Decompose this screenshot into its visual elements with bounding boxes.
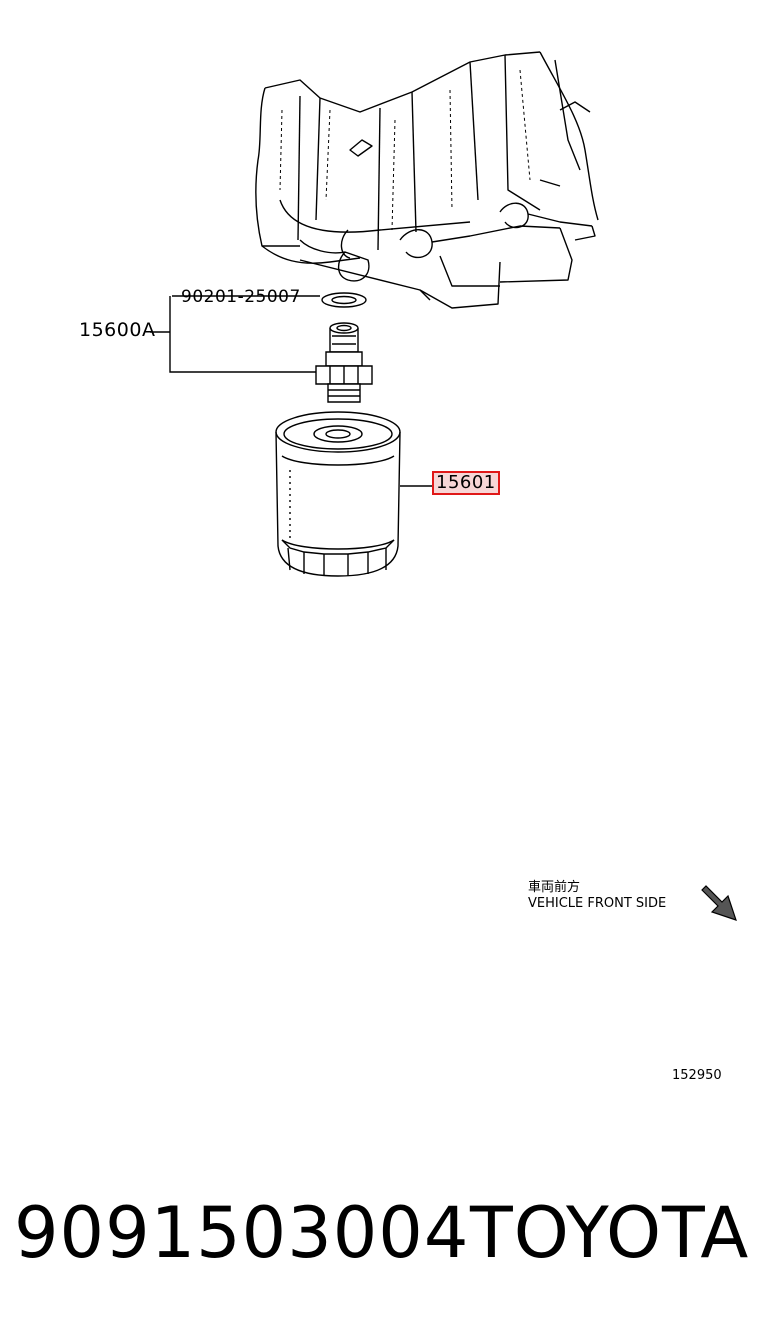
leader-lines — [150, 295, 432, 487]
union-bolt — [315, 322, 373, 403]
engine-block-hidden-lines — [279, 69, 531, 231]
front-side-label-en: VEHICLE FRONT SIDE — [528, 896, 667, 911]
front-side-label-jp: 車両前方 — [528, 880, 581, 895]
callout-filter-part[interactable]: 15601 — [432, 471, 500, 495]
arrow-down-right-icon — [701, 885, 737, 921]
diagram-code: 152950 — [672, 1068, 722, 1083]
callout-assembly-part[interactable]: 15600A — [79, 319, 156, 341]
part-number: 9091503004 — [14, 1192, 470, 1274]
gasket-washer — [321, 292, 367, 308]
parts-diagram — [150, 51, 737, 921]
brand-name: TOYOTA — [470, 1192, 750, 1274]
oil-filter — [275, 411, 401, 577]
callout-gasket-part[interactable]: 90201-25007 — [181, 287, 301, 307]
engine-block-outline — [255, 51, 599, 309]
